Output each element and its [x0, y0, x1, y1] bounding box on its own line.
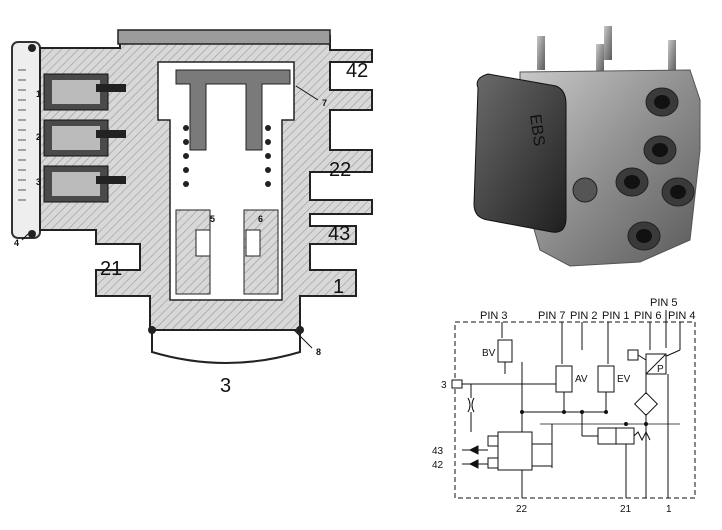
pin-label-2: PIN 2 [570, 310, 598, 322]
part-label-3: 3 [36, 177, 41, 187]
valve-label-bv: BV [482, 348, 496, 359]
valve-cross-section: 42 22 43 21 1 3 1 2 3 4 5 6 7 8 [11, 29, 373, 397]
part-label-2: 2 [36, 132, 41, 142]
schem-port-21: 21 [620, 504, 632, 515]
valve-label-ev: EV [617, 374, 631, 385]
part-label-7: 7 [322, 98, 327, 108]
photo-housing-text: EBS [526, 113, 547, 147]
relay-piston [175, 69, 291, 151]
valve-ev-symbol [597, 365, 615, 393]
part-label-8: 8 [316, 347, 321, 357]
springs [183, 125, 271, 187]
schem-port-22: 22 [516, 504, 528, 515]
connector-ticks [18, 69, 26, 201]
valve-label-av: AV [575, 374, 588, 385]
pneumatic-schematic [451, 310, 696, 499]
port-label-22: 22 [329, 159, 351, 181]
port-label-21: 21 [100, 258, 122, 280]
filter-symbol [633, 391, 659, 417]
part-label-5: 5 [210, 214, 215, 224]
pin-label-4: PIN 4 [668, 310, 696, 322]
pin-label-5: PIN 5 [650, 297, 678, 309]
schematic-boundary [454, 321, 696, 499]
junction-dots [520, 410, 648, 426]
pin-label-6: PIN 6 [634, 310, 662, 322]
exhaust-bowl [151, 329, 301, 364]
leader-lines [21, 85, 319, 349]
solenoid-coils [43, 73, 126, 203]
valve-bv-symbol [497, 339, 513, 363]
schem-port-3: 3 [441, 380, 447, 391]
port-label-3: 3 [220, 375, 231, 397]
sensor-label-p: P [657, 364, 664, 375]
port-label-43: 43 [328, 223, 350, 245]
port-label-42: 42 [346, 60, 368, 82]
valve-av-symbol [555, 365, 573, 393]
part-label-1: 1 [36, 89, 41, 99]
schem-port-42: 42 [432, 460, 444, 471]
port-label-1: 1 [333, 276, 344, 298]
photo-ports [572, 87, 695, 251]
top-cover [117, 29, 331, 45]
pin-label-3: PIN 3 [480, 310, 508, 322]
mounting-studs [537, 26, 676, 74]
schematic-labels: PIN 3 PIN 7 PIN 2 PIN 1 PIN 6 PIN 5 PIN … [432, 297, 696, 515]
schem-port-43: 43 [432, 446, 444, 457]
schem-port-1: 1 [666, 504, 672, 515]
valve-photo: EBS [473, 26, 701, 267]
relay-valve-block [497, 431, 533, 471]
part-label-4: 4 [14, 238, 19, 248]
pin-label-1: PIN 1 [602, 310, 630, 322]
part-label-6: 6 [258, 214, 263, 224]
photo-connector-cap [473, 73, 567, 233]
pin-label-7: PIN 7 [538, 310, 566, 322]
